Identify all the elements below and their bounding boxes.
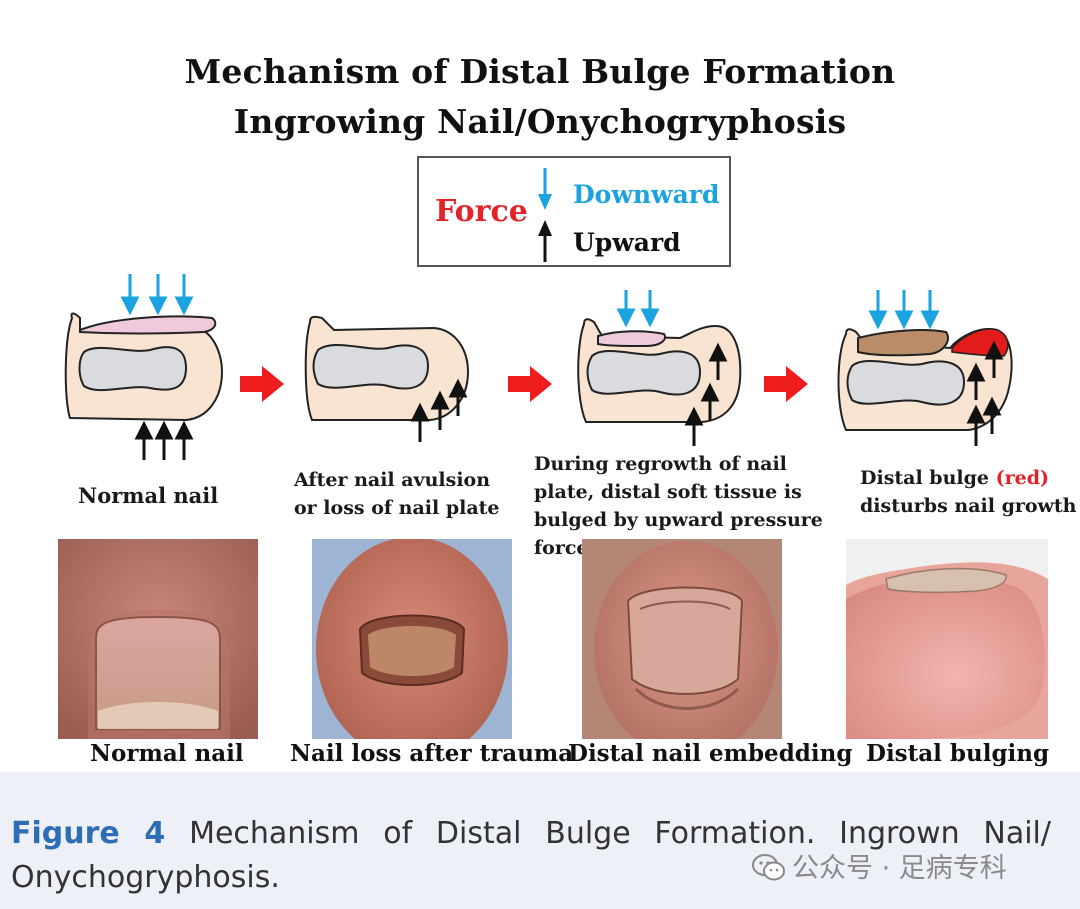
figure-label: Figure 4	[11, 816, 165, 851]
photo-normal-nail	[58, 539, 258, 739]
figure-panel: Mechanism of Distal Bulge Formation Ingr…	[0, 0, 1080, 772]
stage-caption-distal-bulge: Distal bulge (red) disturbs nail growth	[860, 464, 1077, 520]
photo-nail-loss	[312, 539, 512, 739]
flow-arrow-icon	[508, 366, 552, 402]
flow-arrow-icon	[764, 366, 808, 402]
stage-caption-avulsion: After nail avulsion or loss of nail plat…	[294, 466, 500, 522]
photo-distal-bulging	[846, 539, 1048, 739]
photo-label-nail-loss: Nail loss after trauma	[290, 740, 573, 767]
flow-arrow-icon	[240, 366, 284, 402]
watermark: 公众号 · 足病专科	[752, 846, 1007, 885]
distal-bulge-diagram	[839, 290, 1012, 446]
normal-nail-diagram	[66, 274, 222, 460]
wechat-icon	[752, 854, 786, 882]
photo-label-normal-nail: Normal nail	[90, 740, 244, 767]
photo-label-distal-embedding: Distal nail embedding	[568, 740, 852, 767]
mechanism-diagrams	[0, 0, 1080, 470]
avulsed-nail-diagram	[306, 317, 468, 442]
stage-caption-normal: Normal nail	[78, 482, 218, 510]
photo-label-distal-bulging: Distal bulging	[866, 740, 1049, 767]
photo-distal-embedding	[582, 539, 782, 739]
regrowth-nail-diagram	[578, 290, 740, 446]
watermark-text: 公众号 · 足病专科	[792, 853, 1007, 884]
